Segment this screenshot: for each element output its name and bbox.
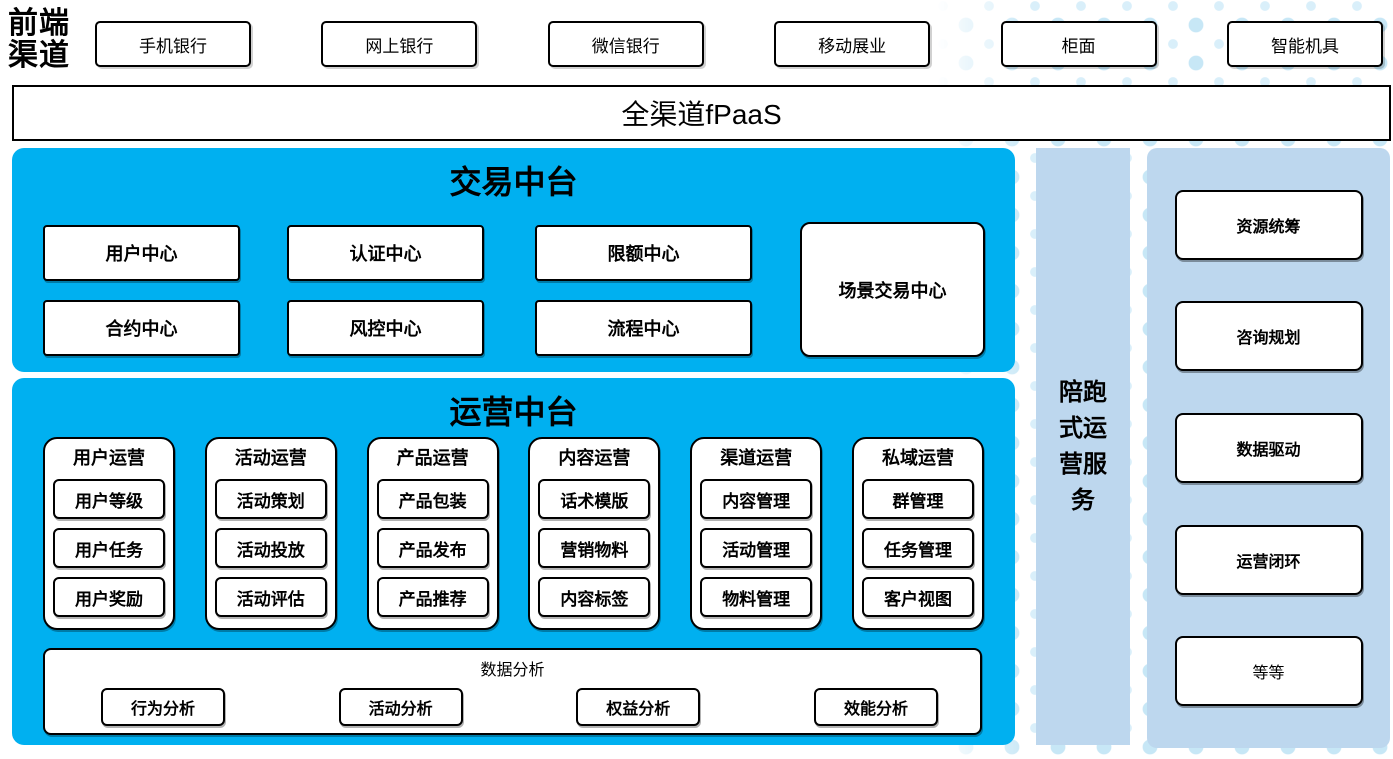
node-task-management: 任务管理	[861, 528, 974, 568]
service-operation-loop: 运营闭环	[1174, 524, 1363, 595]
node-auth-center: 认证中心	[287, 225, 484, 281]
node-activity-planning: 活动策划	[214, 479, 327, 519]
node-behavior-analysis: 行为分析	[101, 688, 225, 726]
node-content-tag: 内容标签	[538, 577, 651, 617]
channel-smart-machines: 智能机具	[1226, 21, 1383, 67]
channel-wechat-banking: 微信银行	[547, 21, 704, 67]
channel-mobile-marketing: 移动展业	[774, 21, 931, 67]
node-user-level: 用户等级	[53, 479, 165, 519]
data-analysis-container: 数据分析 行为分析 活动分析 权益分析 效能分析	[43, 648, 982, 735]
node-benefit-analysis: 权益分析	[576, 688, 701, 726]
node-activity-analysis: 活动分析	[338, 688, 463, 726]
transaction-platform-panel: 交易中台 用户中心 合约中心 认证中心 风控中心 限额中心 流程中心 场景交易中…	[12, 148, 1015, 372]
data-analysis-row: 行为分析 活动分析 权益分析 效能分析	[45, 680, 980, 726]
transaction-column-1: 用户中心 合约中心	[43, 225, 240, 356]
service-consulting-planning: 咨询规划	[1174, 301, 1363, 372]
node-contract-center: 合约中心	[43, 300, 240, 356]
node-user-task: 用户任务	[53, 528, 165, 568]
node-material-management: 物料管理	[700, 577, 813, 617]
group-activity-operation: 活动运营 活动策划 活动投放 活动评估	[204, 437, 337, 630]
data-analysis-title: 数据分析	[480, 662, 545, 679]
front-channels-label: 前端渠道	[8, 7, 70, 72]
service-panel: 资源统筹 咨询规划 数据驱动 运营闭环 等等	[1147, 148, 1390, 748]
node-user-center: 用户中心	[43, 225, 240, 281]
group-title: 私域运营	[881, 448, 954, 468]
node-customer-view: 客户视图	[861, 577, 974, 617]
group-product-operation: 产品运营 产品包装 产品发布 产品推荐	[366, 437, 499, 630]
group-private-domain-operation: 私域运营 群管理 任务管理 客户视图	[851, 437, 984, 630]
service-etc: 等等	[1174, 636, 1363, 707]
group-title: 活动运营	[234, 448, 307, 468]
channel-row: 手机银行 网上银行 微信银行 移动展业 柜面 智能机具	[95, 21, 1383, 67]
node-efficiency-analysis: 效能分析	[813, 688, 938, 726]
node-risk-center: 风控中心	[287, 300, 484, 356]
node-marketing-material: 营销物料	[538, 528, 651, 568]
group-user-operation: 用户运营 用户等级 用户任务 用户奖励	[43, 437, 175, 630]
service-data-driven: 数据驱动	[1174, 412, 1363, 483]
channel-mobile-banking: 手机银行	[95, 21, 251, 67]
node-process-center: 流程中心	[535, 300, 752, 356]
node-group-management: 群管理	[861, 479, 974, 519]
channel-counter: 柜面	[1000, 21, 1157, 67]
operation-groups-row: 用户运营 用户等级 用户任务 用户奖励 活动运营 活动策划 活动投放 活动评估 …	[43, 437, 984, 630]
group-channel-operation: 渠道运营 内容管理 活动管理 物料管理	[690, 437, 823, 630]
node-script-template: 话术模版	[538, 479, 651, 519]
fpaas-bar: 全渠道fPaaS	[12, 85, 1391, 141]
operation-platform-panel: 运营中台 用户运营 用户等级 用户任务 用户奖励 活动运营 活动策划 活动投放 …	[12, 378, 1015, 745]
group-title: 内容运营	[558, 448, 631, 468]
node-product-release: 产品发布	[376, 528, 489, 568]
group-title: 产品运营	[396, 448, 469, 468]
group-title: 用户运营	[73, 448, 145, 468]
node-activity-evaluation: 活动评估	[214, 577, 327, 617]
node-scenario-transaction-center: 场景交易中心	[800, 222, 985, 357]
node-product-recommendation: 产品推荐	[376, 577, 489, 617]
companion-service-label: 陪跑式运营服务	[1059, 378, 1107, 514]
group-title: 渠道运营	[720, 448, 793, 468]
channel-online-banking: 网上银行	[321, 21, 478, 67]
node-user-reward: 用户奖励	[53, 577, 165, 617]
transaction-column-2: 认证中心 风控中心	[287, 225, 484, 356]
transaction-column-3: 限额中心 流程中心	[535, 225, 752, 356]
service-resource-coordination: 资源统筹	[1174, 189, 1363, 260]
operation-platform-title: 运营中台	[449, 394, 578, 430]
node-product-packaging: 产品包装	[376, 479, 489, 519]
node-content-management: 内容管理	[700, 479, 813, 519]
companion-service-bar: 陪跑式运营服务	[1036, 148, 1130, 745]
node-activity-management: 活动管理	[700, 528, 813, 568]
node-activity-delivery: 活动投放	[214, 528, 327, 568]
transaction-platform-title: 交易中台	[449, 164, 578, 200]
group-content-operation: 内容运营 话术模版 营销物料 内容标签	[528, 437, 661, 630]
node-limit-center: 限额中心	[535, 225, 752, 281]
